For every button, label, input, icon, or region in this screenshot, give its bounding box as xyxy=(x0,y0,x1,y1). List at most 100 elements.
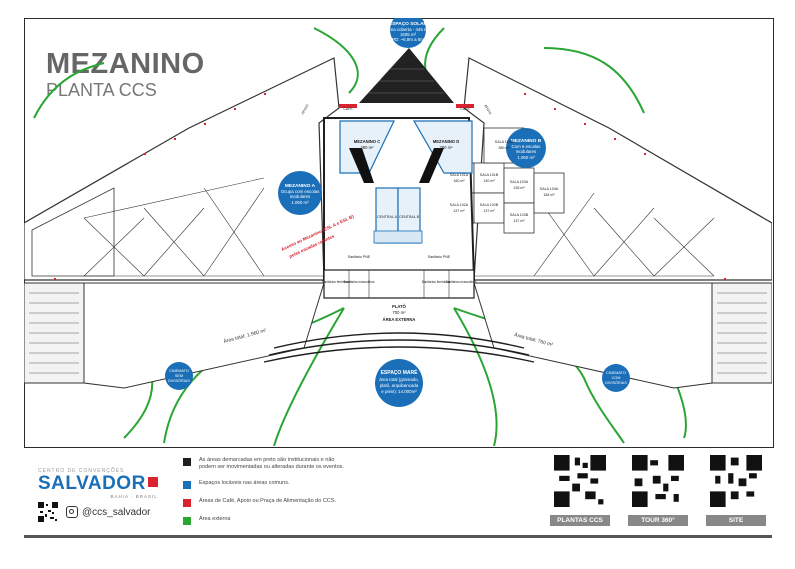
badge-cinema-left xyxy=(165,362,193,390)
svg-text:DIVISÓRIAS: DIVISÓRIAS xyxy=(168,378,190,383)
green-path-lawn-left xyxy=(273,307,345,446)
svg-text:área total (gramado,: área total (gramado, xyxy=(379,377,419,382)
svg-text:137 m²: 137 m² xyxy=(483,209,495,213)
svg-text:SALA 102B: SALA 102B xyxy=(480,203,499,207)
green-path-right xyxy=(543,47,645,114)
footer-divider xyxy=(24,535,772,538)
svg-text:CAFÉ: CAFÉ xyxy=(460,106,470,111)
legend: As áreas demarcadas em preto são institu… xyxy=(183,457,483,534)
svg-text:DIVISÓRIAS: DIVISÓRIAS xyxy=(605,380,627,385)
svg-text:SALA 103A: SALA 103A xyxy=(510,180,529,184)
qr-code-icon[interactable] xyxy=(710,455,762,507)
legend-swatch xyxy=(183,481,191,489)
qr-code-icon[interactable] xyxy=(554,455,606,507)
svg-text:PD: ~6,9m a 8m: PD: ~6,9m a 8m xyxy=(392,37,424,42)
legend-swatch xyxy=(183,499,191,507)
svg-text:SALA 101A: SALA 101A xyxy=(450,173,469,177)
svg-text:Sanitário PNE: Sanitário PNE xyxy=(428,255,451,259)
plantas-ccs-button[interactable]: PLANTAS CCS xyxy=(550,515,610,526)
svg-text:SALA 101B: SALA 101B xyxy=(480,173,499,177)
qr-plantas[interactable]: PLANTAS CCS xyxy=(550,455,610,526)
right-wing xyxy=(463,57,772,281)
svg-text:CENTRAL A: CENTRAL A xyxy=(377,215,397,219)
svg-text:280 m²: 280 m² xyxy=(439,145,453,150)
badge-espaco-mare xyxy=(375,359,423,407)
svg-text:380 m²: 380 m² xyxy=(498,146,510,150)
instagram-handle[interactable]: @ccs_salvador xyxy=(82,506,151,518)
svg-text:COM: COM xyxy=(612,376,621,380)
svg-text:Sanitário PNE: Sanitário PNE xyxy=(348,255,371,259)
qr-tour[interactable]: TOUR 360° xyxy=(628,455,688,526)
legend-item-green: Área externa xyxy=(183,516,483,525)
svg-text:160 m²: 160 m² xyxy=(453,179,465,183)
qr-code-small-icon[interactable] xyxy=(38,502,58,522)
svg-text:APOIO: APOIO xyxy=(483,104,492,116)
tour-360-button[interactable]: TOUR 360° xyxy=(628,515,688,526)
legend-item-black: As áreas demarcadas em preto são institu… xyxy=(183,457,483,471)
svg-text:137 m²: 137 m² xyxy=(453,209,465,213)
logo-top-text: CENTRO DE CONVENÇÕES xyxy=(38,468,125,474)
label-mezanino-a: MEZANINO A xyxy=(285,183,316,189)
svg-text:184 m²: 184 m² xyxy=(543,193,555,197)
svg-text:ÁREA EXTERNA: ÁREA EXTERNA xyxy=(383,317,416,322)
svg-text:280 m²: 280 m² xyxy=(360,145,374,150)
cafe-left xyxy=(339,104,357,108)
svg-text:1.060 m²: 1.060 m² xyxy=(291,200,309,205)
svg-text:135 m²: 135 m² xyxy=(513,186,525,190)
svg-text:modulares: modulares xyxy=(516,149,537,154)
page-subtitle: PLANTA CCS xyxy=(46,80,157,100)
espaco-solar-dome xyxy=(359,48,454,103)
svg-text:140 m²: 140 m² xyxy=(483,179,495,183)
floor-plan: ESPAÇO SOLAR (área coberta - 445 m²) 160… xyxy=(24,18,772,446)
green-path-lawn-right xyxy=(453,307,498,446)
site-button[interactable]: SITE xyxy=(706,515,766,526)
svg-text:SEM: SEM xyxy=(175,374,183,378)
svg-text:SALA 104B: SALA 104B xyxy=(495,140,514,144)
qr-site[interactable]: SITE xyxy=(706,455,766,526)
svg-text:CAFÉ: CAFÉ xyxy=(343,106,353,111)
svg-text:MEZANINO C: MEZANINO C xyxy=(354,139,381,144)
label-mezanino-b: MEZANINO B xyxy=(511,138,542,144)
badge-espaco-solar xyxy=(390,18,426,48)
cafe-right xyxy=(456,104,474,108)
arena-steps xyxy=(263,332,535,363)
svg-text:APOIO: APOIO xyxy=(301,103,310,115)
instagram-icon[interactable] xyxy=(66,506,78,518)
badge-cinema-right xyxy=(602,364,630,392)
legend-item-red: Áreas de Café, Apoio ou Praça de Aliment… xyxy=(183,498,483,507)
legend-item-blue: Espaços locáveis nas áreas comuns. xyxy=(183,480,483,489)
badge-mezanino-b xyxy=(506,128,546,168)
svg-text:CENTRAL B: CENTRAL B xyxy=(399,215,420,219)
green-path-left xyxy=(33,62,105,119)
ccs-logo: CENTRO DE CONVENÇÕES SALVADOR BAHIA · BR… xyxy=(38,468,158,499)
legend-swatch xyxy=(183,517,191,525)
legend-swatch xyxy=(183,458,191,466)
svg-text:Ocupa com escolas: Ocupa com escolas xyxy=(281,189,320,194)
svg-text:Sanitários masculinos: Sanitários masculinos xyxy=(343,280,374,284)
svg-text:SALA 103B: SALA 103B xyxy=(510,213,529,217)
svg-text:Sanitários femininos: Sanitários femininos xyxy=(322,280,351,284)
svg-text:e píeis): 14.000m²: e píeis): 14.000m² xyxy=(381,389,417,394)
svg-text:platô, arquibancada: platô, arquibancada xyxy=(380,383,419,388)
green-path-top-left xyxy=(313,27,359,94)
logo-wordmark: SALVADOR xyxy=(38,474,158,494)
svg-text:(área coberta - 445 m²): (área coberta - 445 m²) xyxy=(385,27,431,32)
svg-text:Sanitários femininos: Sanitários femininos xyxy=(422,280,451,284)
svg-text:1605 m²: 1605 m² xyxy=(400,32,417,37)
svg-text:MEZANINO D: MEZANINO D xyxy=(433,139,460,144)
svg-text:CINEMATO: CINEMATO xyxy=(606,371,626,375)
svg-text:700 m²: 700 m² xyxy=(392,310,406,315)
svg-text:SALA 104A: SALA 104A xyxy=(540,187,559,191)
logo-badge-icon xyxy=(147,477,158,487)
badge-mezanino-a xyxy=(278,171,322,215)
svg-text:Sanitários masculinos: Sanitários masculinos xyxy=(445,280,476,284)
svg-text:SALA 102A: SALA 102A xyxy=(450,203,469,207)
svg-text:137 m²: 137 m² xyxy=(513,219,525,223)
label-espaco-mare: ESPAÇO MARÉ xyxy=(381,368,419,376)
svg-text:1.060 m²: 1.060 m² xyxy=(517,155,535,160)
svg-text:PLATÔ: PLATÔ xyxy=(392,304,407,309)
svg-text:modulares: modulares xyxy=(290,194,311,199)
qr-code-icon[interactable] xyxy=(632,455,684,507)
social-row: @ccs_salvador xyxy=(38,502,151,522)
label-espaco-solar: ESPAÇO SOLAR xyxy=(389,21,428,27)
